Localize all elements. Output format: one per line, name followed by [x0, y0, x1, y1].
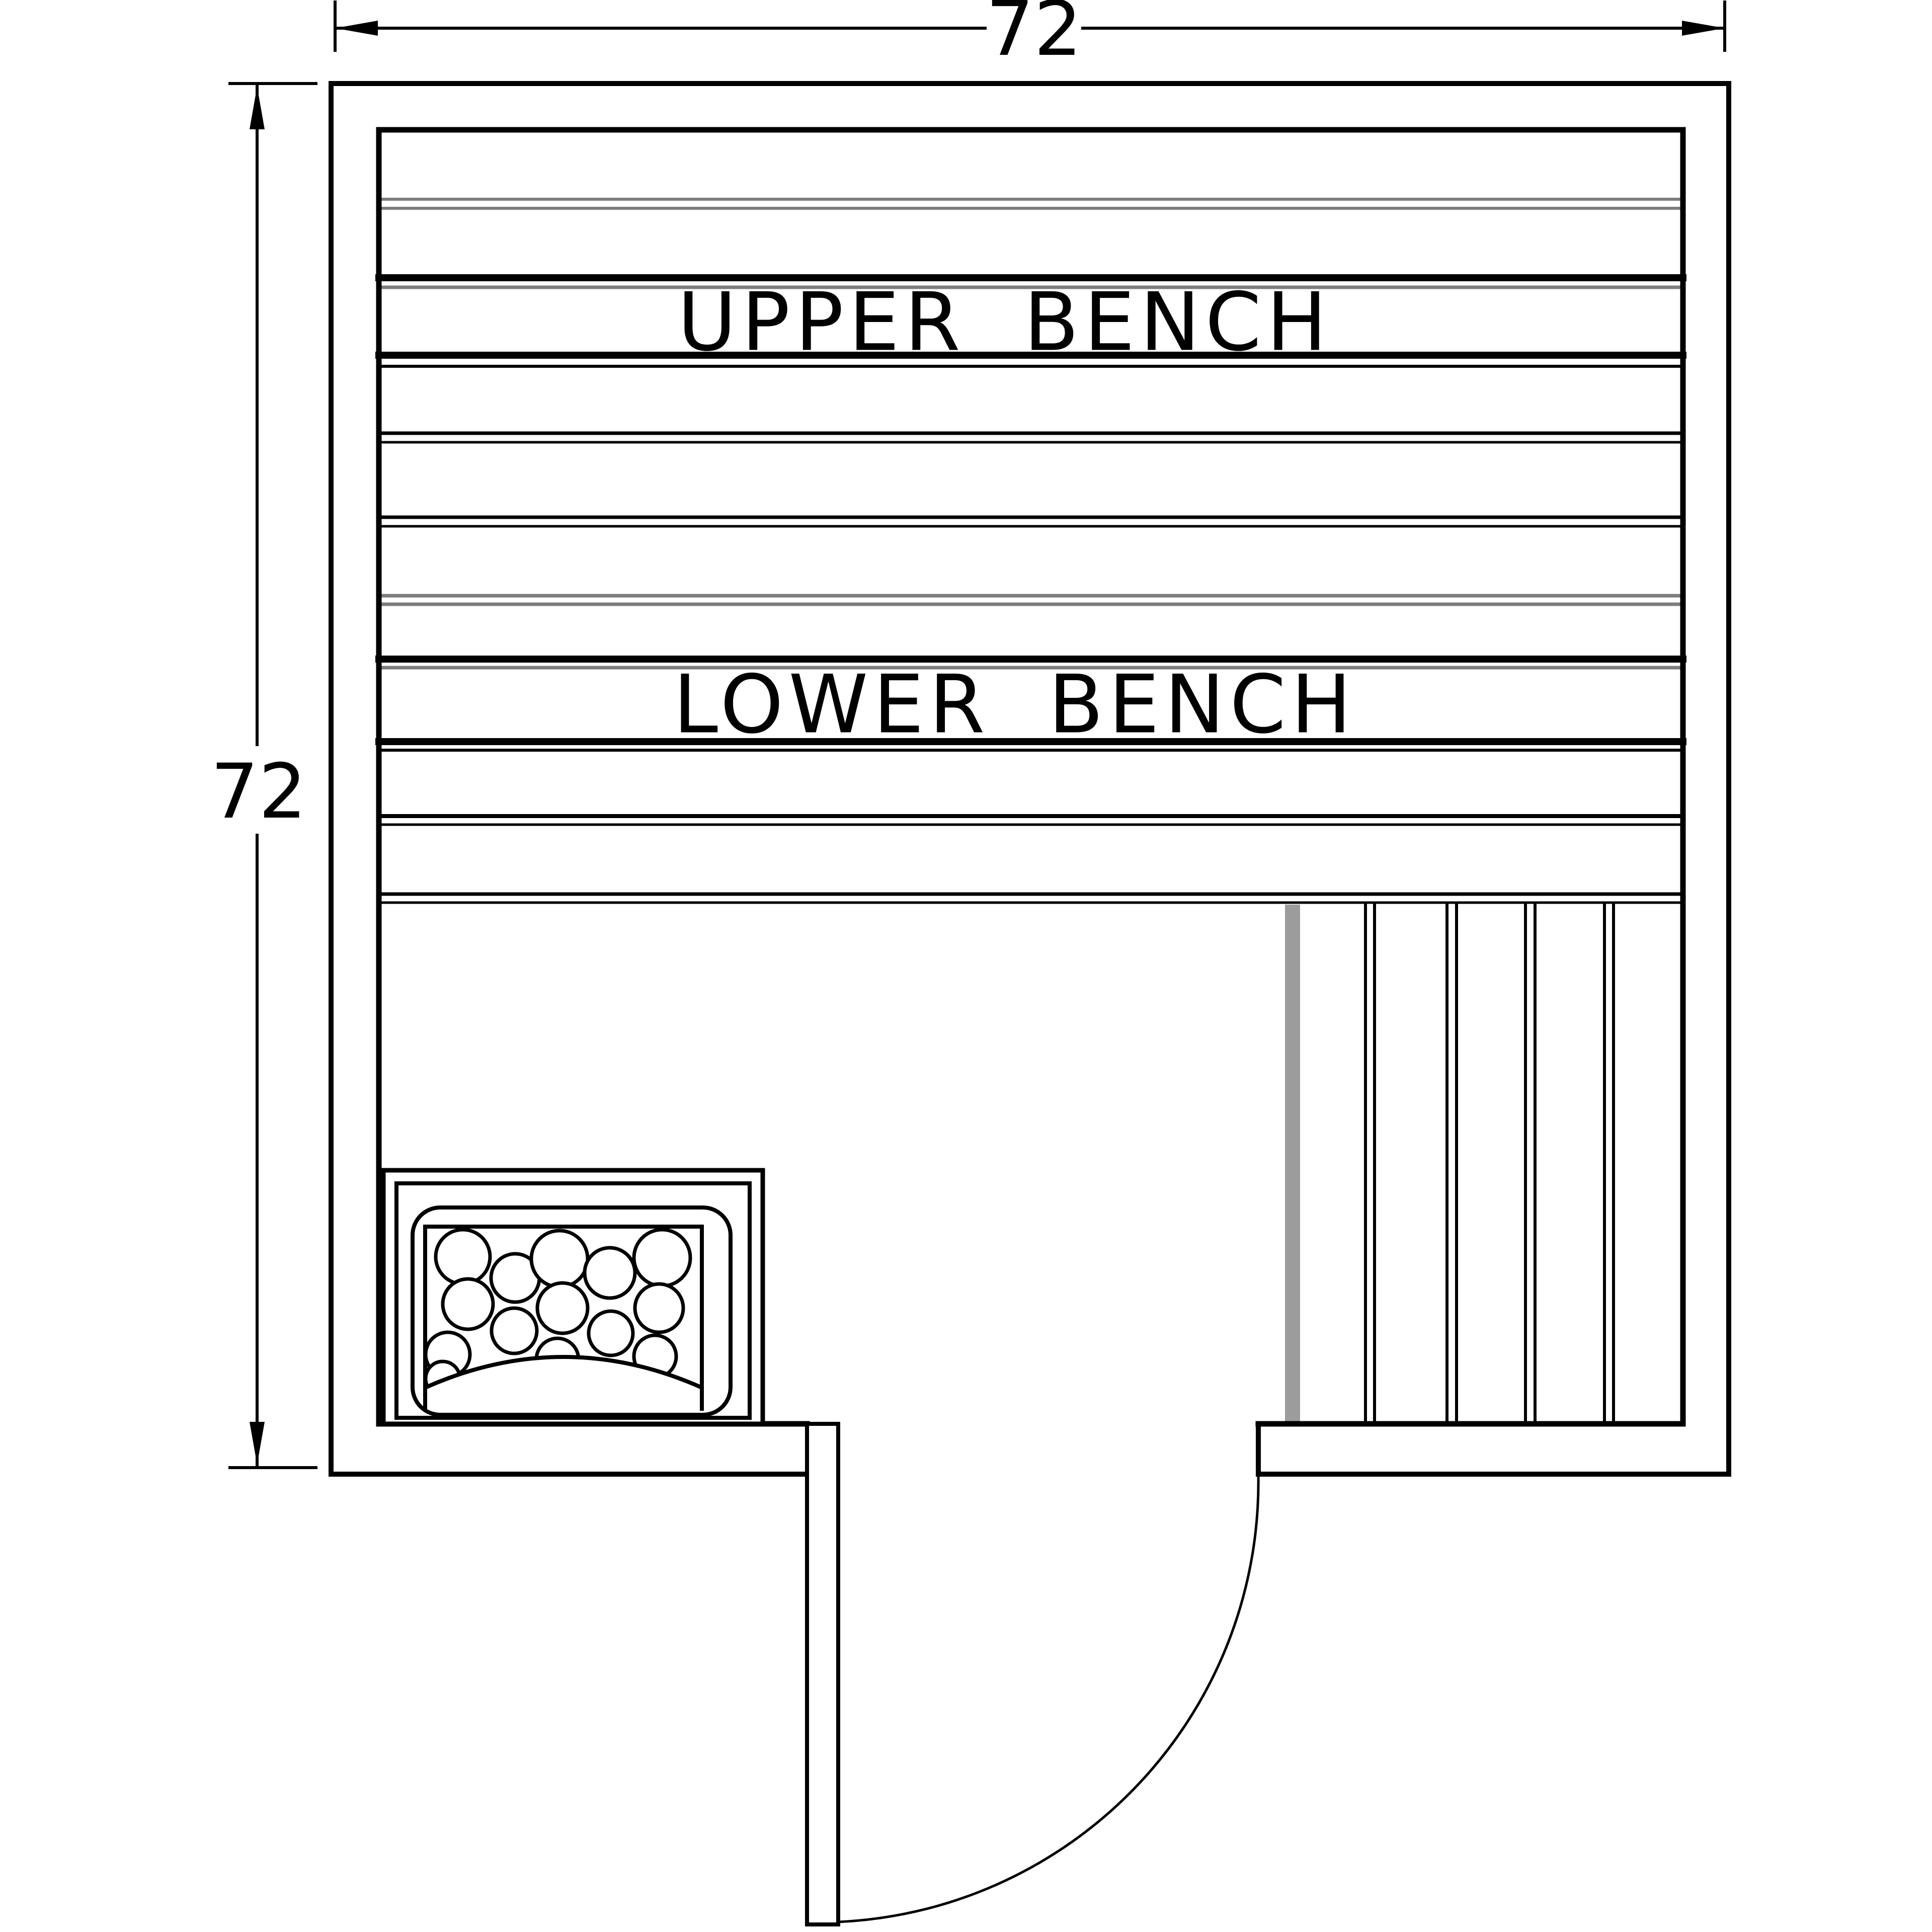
heater-rock [529, 1229, 590, 1289]
heater-rock [583, 1246, 637, 1300]
arrowhead-down-icon [250, 1422, 265, 1465]
arrowhead-up-icon [250, 87, 265, 129]
lower-bench-label: LOWER BENCH [673, 658, 1356, 752]
door-leaf [805, 1422, 840, 1926]
heater-rock [441, 1277, 495, 1331]
upper-bench-label: UPPER BENCH [678, 275, 1332, 369]
left-dimension: 72 [211, 82, 317, 1469]
floor-boards [1285, 903, 1615, 1425]
door-swing-arc [838, 1474, 1260, 1923]
top-dimension-label: 72 [986, 0, 1082, 73]
heater-rock [434, 1229, 492, 1286]
heater-rock [633, 1282, 685, 1334]
heater-rock [587, 1309, 635, 1357]
heater-rock [490, 1306, 539, 1355]
heater [381, 1168, 765, 1426]
rock-pile-front-arc [424, 1355, 703, 1390]
left-dimension-label: 72 [211, 748, 307, 836]
heater-rock [632, 1229, 692, 1288]
arrowhead-left-icon [335, 21, 378, 36]
bench-labels: UPPER BENCH LOWER BENCH [673, 275, 1356, 752]
heater-rock [535, 1281, 590, 1335]
door-swing [805, 1422, 1260, 1926]
wall-planks [375, 198, 1686, 904]
arrowhead-right-icon [1682, 21, 1725, 36]
top-dimension: 72 [334, 0, 1726, 73]
floor-board-gray-line [1285, 905, 1300, 1423]
